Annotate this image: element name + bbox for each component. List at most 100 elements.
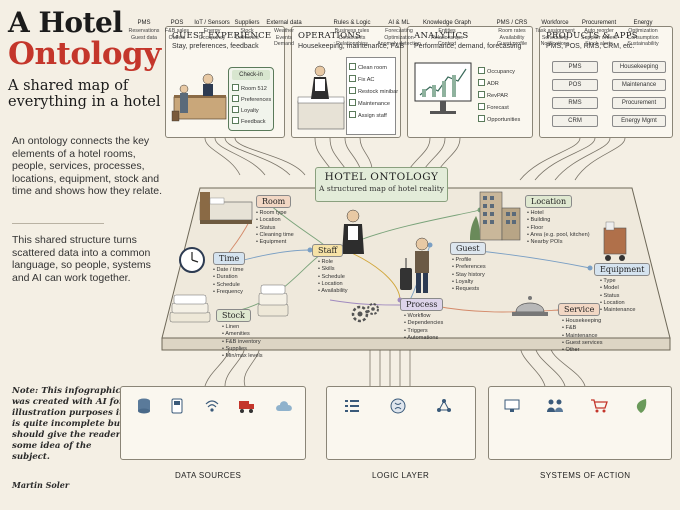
node-process: Process [400, 298, 444, 311]
page-subtitle: A shared map of everything in a hotel [8, 78, 161, 110]
node-room: Room [256, 195, 292, 208]
knowledge-graph-icon [437, 399, 451, 412]
guest-experience-title: GUEST EXPERIENCE [172, 31, 272, 41]
shopping-cart-icon [591, 399, 608, 413]
products-apps-title: PRODUCTS & APPS [546, 31, 638, 41]
node-room-attrs: Room typeLocationStatusCleaning timeEqui… [256, 210, 294, 246]
app-pill: Procurement [612, 97, 666, 109]
monitor-icon [504, 399, 520, 412]
rules-list-icon [345, 400, 359, 412]
workforce-people-icon [547, 399, 563, 412]
energy-leaf-icon [636, 399, 647, 413]
task-item: Fix AC [349, 75, 374, 83]
divider [12, 223, 104, 224]
guest-item: Room 512 [232, 84, 267, 92]
operations-subtitle: Housekeeping, maintenance, F&B [298, 43, 405, 50]
task-item: Clean room [349, 63, 387, 71]
node-equipment: Equipment [594, 263, 651, 276]
hotel-ontology-box: HOTEL ONTOLOGY A structured map of hotel… [315, 167, 448, 202]
app-pill: Housekeeping [612, 61, 666, 73]
systems-of-action-label: SYSTEMS OF ACTION [540, 471, 631, 480]
app-pill: RMS [552, 97, 598, 109]
shared-structure-text: This shared structure turns scattered da… [12, 234, 151, 284]
ontology-title: HOTEL ONTOLOGY [324, 171, 439, 183]
guest-traveler-icon [400, 237, 429, 293]
node-guest: Guest [450, 242, 486, 255]
node-stock: Stock [216, 309, 251, 322]
bed-icon [199, 192, 253, 224]
reception-desk-icon [171, 73, 227, 122]
metric-item: ADR [478, 79, 499, 87]
node-staff-attrs: RoleSkillsScheduleLocationAvailability [318, 259, 347, 295]
housekeeping-cart-icon [603, 221, 627, 261]
page-title-line2: Ontology [8, 36, 161, 72]
intro-text: An ontology connects the key elements of… [12, 135, 162, 198]
database-icon [138, 398, 150, 414]
node-time-attrs: Date / timeDurationScheduleFrequency [213, 267, 244, 296]
task-item: Restock minibar [349, 87, 398, 95]
app-pill: Energy Mgmt [612, 115, 666, 127]
clock-icon [179, 247, 205, 273]
products-apps-subtitle: PMS, POS, RMS, CRM, etc. [546, 43, 635, 50]
towel-stack-icon [257, 284, 289, 317]
task-item: Maintenance [349, 99, 390, 107]
operations-box: OPERATIONS Housekeeping, maintenance, F&… [291, 26, 405, 138]
gears-icon [351, 303, 379, 323]
cloud-icon [276, 401, 292, 411]
task-item: Assign staff [349, 111, 387, 119]
ontology-subtitle: A structured map of hotel reality [319, 184, 444, 193]
logic-layer-box [326, 386, 476, 460]
wifi-sensor-icon [205, 400, 219, 412]
metric-item: RevPAR [478, 91, 508, 99]
analytics-box: ANALYTICS Performance, demand, forecasti… [407, 26, 533, 138]
node-guest-attrs: ProfilePreferencesStay historyLoyaltyReq… [452, 257, 486, 293]
metric-item: Opportunities [478, 115, 520, 123]
guest-item: Preferences [232, 95, 271, 103]
analytics-title: ANALYTICS [414, 31, 469, 41]
housekeeper-icon [297, 65, 345, 130]
guest-item: Loyalty [232, 106, 259, 114]
node-staff: Staff [312, 244, 344, 257]
guest-experience-box: GUEST EXPERIENCE Stay, preferences, feed… [165, 26, 285, 138]
metric-item: Forecast [478, 103, 509, 111]
operations-title: OPERATIONS [298, 31, 362, 41]
ai-brain-icon [390, 398, 406, 414]
metric-item: Occupancy [478, 67, 515, 75]
data-sources-label: DATA SOURCES [175, 471, 242, 480]
node-service: Service [558, 303, 601, 316]
page-title-line1: A Hotel [8, 6, 123, 39]
node-equipment-attrs: TypeModelStatusLocationMaintenance [600, 278, 635, 314]
hotel-building-icon [470, 191, 521, 241]
node-time: Time [213, 252, 246, 265]
node-process-attrs: WorkflowDependenciesTriggersAutomations [404, 313, 443, 342]
guest-experience-subtitle: Stay, preferences, feedback [172, 43, 259, 50]
node-location: Location [525, 195, 573, 208]
app-pill: POS [552, 79, 598, 91]
node-stock-attrs: LinenAmenitiesF&B inventorySuppliesMin/m… [222, 324, 262, 360]
app-pill: CRM [552, 115, 598, 127]
products-apps-box: PRODUCTS & APPS PMS, POS, RMS, CRM, etc.… [539, 26, 673, 138]
guest-item: Feedback [232, 117, 266, 125]
disclaimer-note: Note: This infographic was created with … [12, 386, 125, 462]
author-credit: Martin Soler [12, 480, 70, 490]
node-location-attrs: HotelBuildingFloorArea (e.g. pool, kitch… [527, 210, 589, 246]
node-service-attrs: HousekeepingF&BMaintenanceGuest services… [562, 318, 603, 354]
checkin-label: Check-in [232, 70, 270, 80]
delivery-truck-icon [239, 401, 254, 413]
linen-stack-icon [169, 294, 211, 323]
app-pill: PMS [552, 61, 598, 73]
app-pill: Maintenance [612, 79, 666, 91]
staff-person-icon [342, 209, 364, 254]
